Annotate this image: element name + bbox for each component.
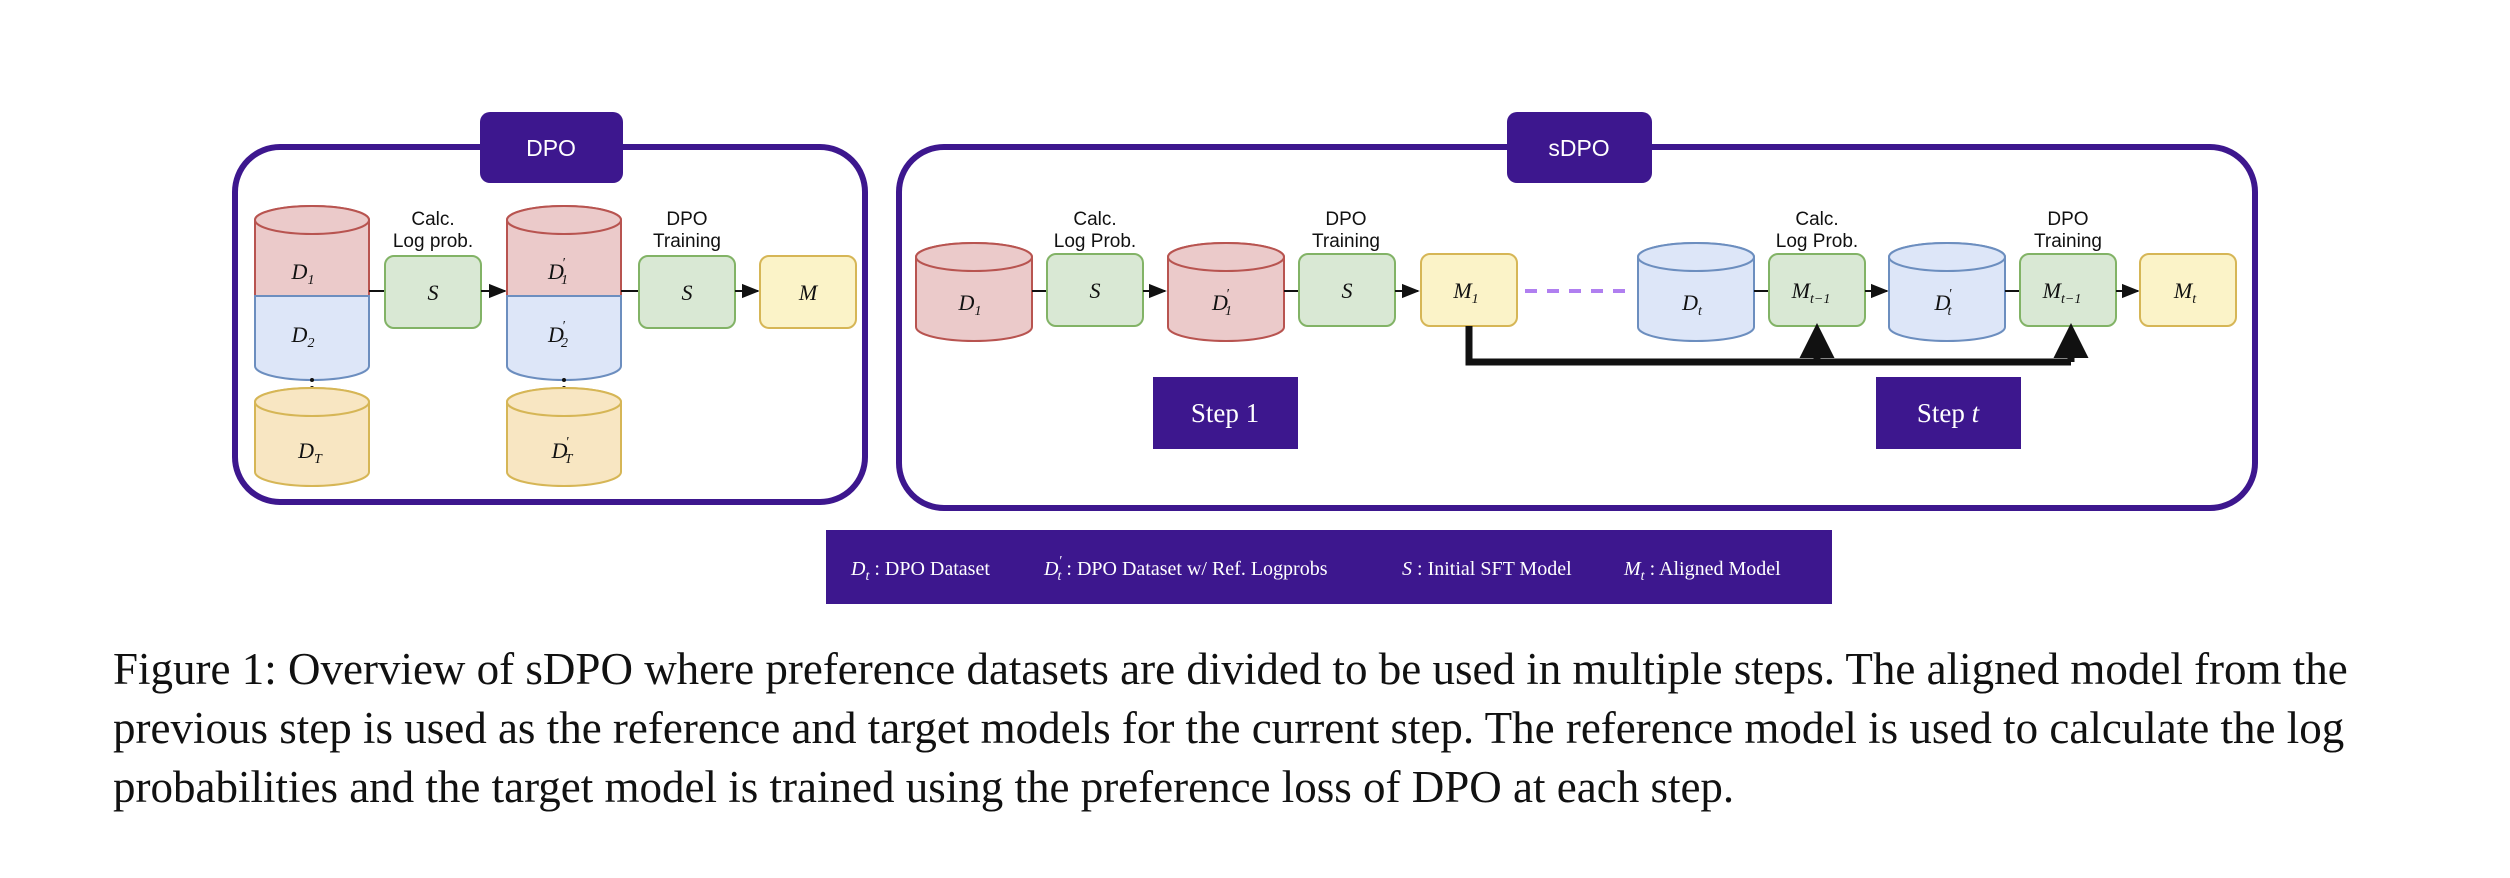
model-m-t-minus-1-box: Mt−1 bbox=[1768, 253, 1866, 327]
legend-dt: DPO Dataset bbox=[885, 558, 990, 580]
dpo-panel: DPO D1 D2 DT Calc. Log prob. S bbox=[232, 112, 868, 505]
sft-model-s-box-training: S bbox=[638, 255, 736, 329]
svg-text:D′1: D′1 bbox=[547, 256, 568, 288]
svg-text:Mt−1: Mt−1 bbox=[1791, 278, 1831, 307]
calc-log-prob-label-line1: Calc. bbox=[411, 209, 454, 230]
calc-log-prob-label-line2: Log prob. bbox=[393, 231, 473, 252]
dpo-training-label-line1: DPO bbox=[666, 209, 707, 230]
dataset-dt-cylinder: Dt bbox=[1637, 242, 1755, 342]
dpo-training-label-line2: Training bbox=[1312, 231, 1380, 252]
dataset-d2-prime-block: D′2 bbox=[506, 295, 622, 381]
sft-model-s-box: S bbox=[1046, 253, 1144, 327]
dataset-dT-cylinder: DT bbox=[254, 387, 370, 487]
svg-text:D′1: D′1 bbox=[1211, 287, 1232, 319]
dataset-dT-prime-cylinder: D′T bbox=[506, 387, 622, 487]
dataset-d1-cylinder: D1 bbox=[254, 205, 370, 297]
svg-text:D′2: D′2 bbox=[547, 319, 568, 351]
dataset-d2-block: D2 bbox=[254, 295, 370, 381]
aligned-model-m1-box: M1 bbox=[1420, 253, 1518, 327]
calc-log-prob-label-line1: Calc. bbox=[1795, 209, 1838, 230]
dpo-panel-header bbox=[480, 112, 623, 183]
svg-text:S: S bbox=[1342, 278, 1353, 303]
dpo-training-label-line2: Training bbox=[2034, 231, 2102, 252]
svg-text:M: M bbox=[798, 280, 819, 305]
model-m-t-minus-1-box-training: Mt−1 bbox=[2019, 253, 2117, 327]
calc-log-prob-label-line2: Log Prob. bbox=[1054, 231, 1136, 252]
svg-text:Dt : DPO Dataset D′t : D: Dt : DPO Dataset D′t : DPO Dataset w/ Re… bbox=[850, 554, 1781, 584]
sdpo-panel: sDPO D1 Calc. Log Prob. S D′1 DPO Traini… bbox=[896, 112, 2258, 511]
svg-text:D′T: D′T bbox=[551, 435, 574, 467]
dataset-d1-prime-cylinder: D′1 bbox=[506, 205, 622, 297]
legend-dt-prime: DPO Dataset w/ Ref. Logprobs bbox=[1077, 558, 1328, 580]
sdpo-panel-title: sDPO bbox=[1548, 135, 1609, 161]
step-1-label: Step 1 bbox=[1153, 377, 1298, 449]
aligned-model-mt-box: Mt bbox=[2139, 253, 2237, 327]
calc-log-prob-label-line1: Calc. bbox=[1073, 209, 1116, 230]
sft-model-s-box: S bbox=[384, 255, 482, 329]
dataset-dt-prime-cylinder: D′t bbox=[1888, 242, 2006, 342]
aligned-model-m-box: M bbox=[759, 255, 857, 329]
legend-mt: Aligned Model bbox=[1659, 558, 1781, 580]
sft-model-s-box-training: S bbox=[1298, 253, 1396, 327]
calc-log-prob-label-line2: Log Prob. bbox=[1776, 231, 1858, 252]
svg-text:S: S bbox=[1090, 278, 1101, 303]
step-t-label: Step t bbox=[1876, 377, 2021, 449]
dataset-d1-prime-cylinder: D′1 bbox=[1167, 242, 1285, 342]
sdpo-panel-header bbox=[1507, 112, 1652, 183]
svg-text:Step t: Step t bbox=[1917, 398, 1981, 428]
dpo-panel-title: DPO bbox=[526, 135, 576, 161]
dpo-training-label-line1: DPO bbox=[1325, 209, 1366, 230]
dpo-training-label-line2: Training bbox=[653, 231, 721, 252]
dpo-training-label-line1: DPO bbox=[2047, 209, 2088, 230]
svg-text:Dt: Dt bbox=[1681, 290, 1703, 319]
figure-caption: Figure 1: Overview of sDPO where prefere… bbox=[113, 644, 2348, 812]
svg-text:Step 1: Step 1 bbox=[1191, 398, 1259, 428]
legend-s: Initial SFT Model bbox=[1428, 558, 1573, 580]
svg-text:D′t: D′t bbox=[1934, 287, 1953, 319]
svg-text:S: S bbox=[428, 280, 439, 305]
legend-bar: Dt : DPO Dataset D′t : DPO Dataset w/ Re… bbox=[826, 530, 1832, 604]
feedback-connector bbox=[1465, 323, 2089, 366]
dataset-d1-cylinder: D1 bbox=[915, 242, 1033, 342]
svg-text:S: S bbox=[682, 280, 693, 305]
